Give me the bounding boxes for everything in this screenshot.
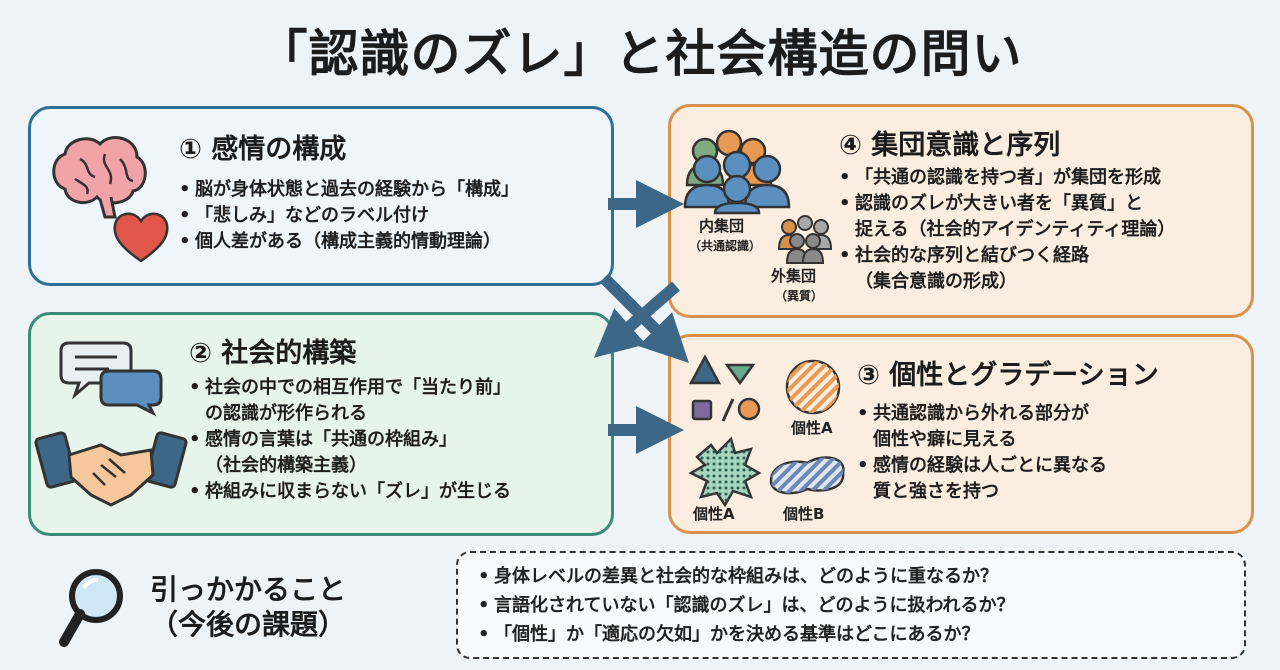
list-item: •「共通の認識を持つ者」が集団を形成 [839,167,1161,188]
list-item: •感情の言葉は「共通の枠組み」 [189,429,457,451]
list-item: 質と強さを持つ [873,481,999,503]
card-group-list: •「共通の認識を持つ者」が集団を形成 •認識のズレが大きい者を「異質」と 捉える… [839,165,1175,295]
list-item: の認識が形作られる [205,403,367,425]
list-item: •社会的な序列と結びつく経路 [839,245,1089,267]
people-group-icon [683,129,833,264]
card-emotion-title: ① 感情の構成 [179,134,347,165]
handshake-icon [34,431,188,507]
list-item: •共通認識から外れる部分が [857,403,1089,424]
card-social-title: ② 社会的構築 [189,338,357,369]
arrow-group-to-social [593,281,680,358]
brain-icon [52,136,147,219]
card-individuality-title: ③ 個性とグラデーション [857,360,1159,391]
individuality-a-label-top: 個性A [791,419,833,437]
heart-icon [113,212,169,263]
card-social-list: •社会の中での相互作用で「当たり前」 の認識が形作られる •感情の言葉は「共通の… [189,375,511,505]
card-individuality-list: •共通認識から外れる部分が 個性や癖に見える •感情の経験は人ごとに異なる 質と… [857,401,1107,505]
list-item: •言語化されていない「認識のズレ」は、どのように扱われるか？ [478,594,1015,616]
page-title: 「認識のズレ」と社会構造の問い [257,25,1023,83]
individuality-a-label-bottom: 個性A [693,505,735,523]
card-emotion-list: •脳が身体状態と過去の経験から「構成」 •「悲しみ」などのラベル付け •個人差が… [179,177,519,255]
list-item: •「悲しみ」などのラベル付け [179,205,429,227]
bottom-title-line1: 引っかかること [150,573,347,606]
list-item: •認識のズレが大きい者を「異質」と [839,193,1143,215]
list-item: •個人差がある（構成主義的情動理論） [179,231,501,253]
bottom-title: 引っかかること （今後の課題） [150,572,346,642]
card-emotion: ① 感情の構成 •脳が身体状態と過去の経験から「構成」 •「悲しみ」などのラベル… [28,106,614,286]
in-group-label: 内集団 [699,217,745,235]
card-group: 内集団 （共通認識） 外集団 （異質） ④ 集団意識と序列 •「共通の認識を持つ… [668,104,1254,318]
in-group-sublabel: （共通認識） [689,239,762,253]
bottom-title-line2: （今後の課題） [150,608,347,641]
list-item: （集合意識の形成） [855,271,1017,293]
list-item: •枠組みに収まらない「ズレ」が生じる [189,481,511,503]
list-item: 捉える（社会的アイデンティティ理論） [855,219,1176,241]
magnifier-icon [59,569,123,647]
speech-bubbles-icon [59,341,163,417]
card-group-title: ④ 集団意識と序列 [839,130,1061,161]
individuality-b-label: 個性B [783,505,825,523]
shapes-icon [688,354,845,508]
open-questions-box: •身体レベルの差異と社会的な枠組みは、どのように重なるか？ •言語化されていない… [456,551,1246,659]
list-item: •社会の中での相互作用で「当たり前」 [189,377,511,398]
list-item: •脳が身体状態と過去の経験から「構成」 [179,179,519,200]
out-group-label: 外集団 [771,267,817,285]
card-individuality: 個性A 個性A 個性B ③ 個性とグラデーション •共通認識から外れる部分が 個… [668,334,1254,534]
out-group-sublabel: （異質） [775,289,824,303]
card-social: ② 社会的構築 •社会の中での相互作用で「当たり前」 の認識が形作られる •感情… [28,312,614,536]
list-item: •「個性」か「適応の欠如」かを決める基準はどこにあるか？ [478,623,980,645]
list-item: •感情の経験は人ごとに異なる [857,455,1107,477]
list-item: 個性や癖に見える [873,429,1017,451]
list-item: （社会的構築主義） [205,455,367,477]
list-item: •身体レベルの差異と社会的な枠組みは、どのように重なるか？ [478,566,998,587]
